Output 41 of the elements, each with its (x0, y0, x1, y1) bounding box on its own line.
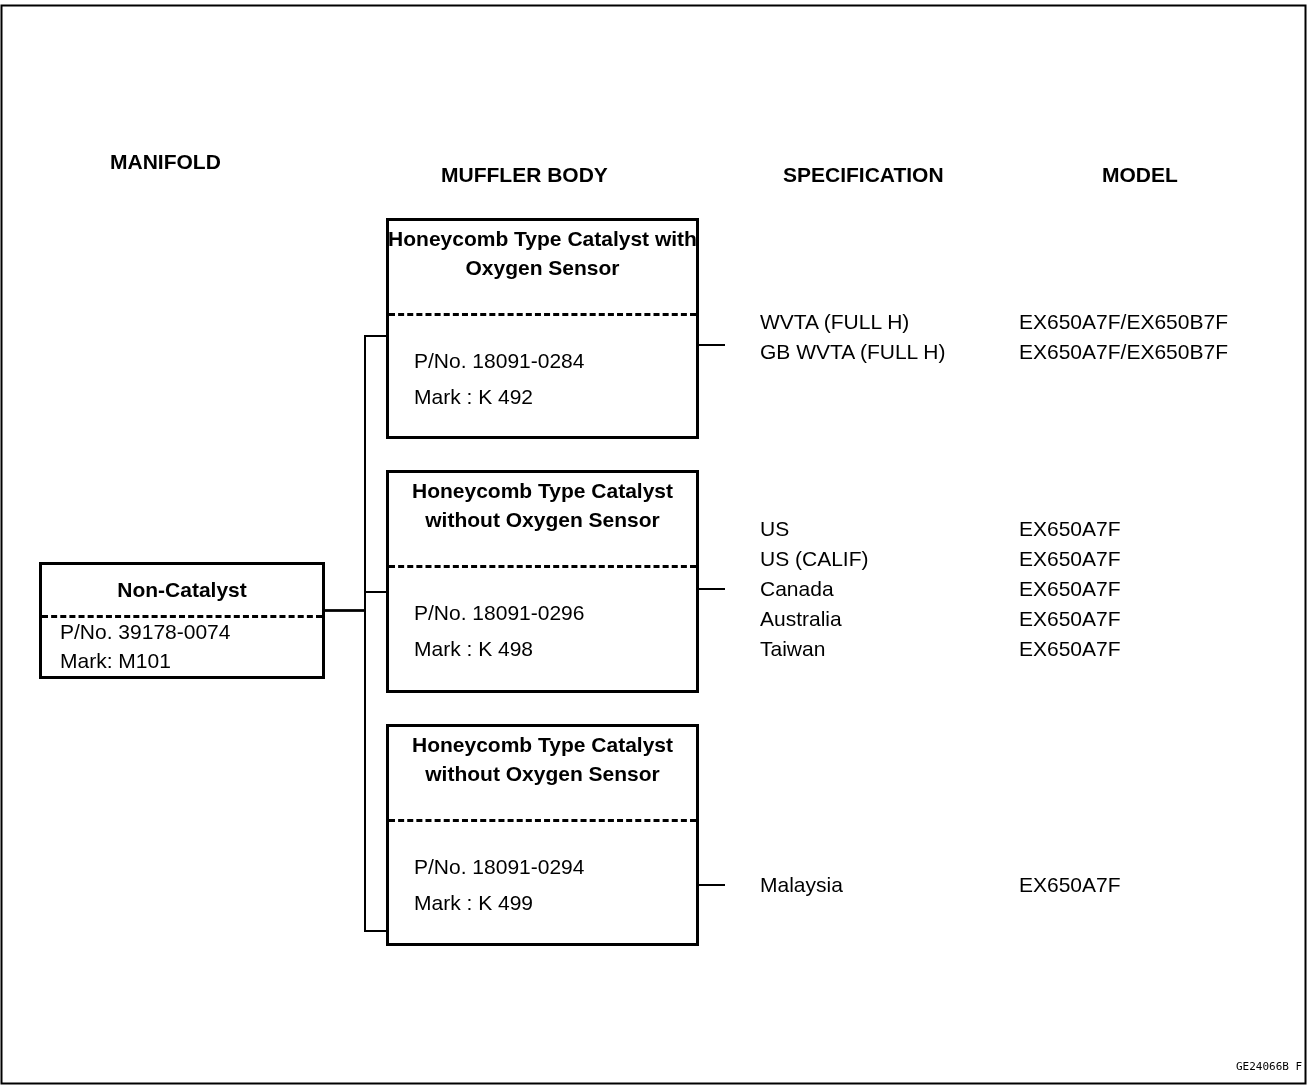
part-info-text: Mark : K 492 (414, 384, 534, 410)
box-heading: Honeycomb Type Catalyst without Oxygen Sensor (411, 732, 674, 787)
specification-text: WVTA (FULL H) (760, 309, 911, 335)
column-header: MANIFOLD (110, 149, 221, 175)
part-info-text: Mark : K 498 (414, 636, 534, 662)
column-header: MUFFLER BODY (441, 162, 608, 188)
part-info-text: Mark : K 499 (414, 890, 534, 916)
figure-code: GE24066B F (1236, 1060, 1303, 1074)
connector-line (698, 588, 726, 590)
box-heading: Honeycomb Type Catalyst with Oxygen Sensor (387, 226, 698, 281)
model-text: EX650A7F (1019, 576, 1121, 602)
part-info-text: P/No. 18091-0294 (414, 854, 585, 880)
connector-line (324, 609, 387, 932)
specification-text: US (760, 516, 791, 542)
connector-line (698, 884, 726, 886)
specification-text: Malaysia (760, 872, 844, 898)
model-text: EX650A7F (1019, 636, 1121, 662)
specification-text: US (CALIF) (760, 546, 870, 572)
model-text: EX650A7F/EX650B7F (1019, 309, 1228, 335)
model-text: EX650A7F (1019, 872, 1121, 898)
part-info-text: P/No. 18091-0296 (414, 600, 585, 626)
muffler-body-box (386, 724, 699, 946)
column-header: MODEL (1102, 162, 1178, 188)
model-text: EX650A7F (1019, 606, 1121, 632)
part-info-text: Mark: M101 (60, 648, 171, 674)
specification-text: Canada (760, 576, 835, 602)
muffler-body-box (386, 218, 699, 439)
connector-line (698, 344, 726, 346)
manifold-box (39, 562, 325, 679)
column-header: SPECIFICATION (783, 162, 944, 188)
muffler-body-box (386, 470, 699, 693)
box-heading: Non-Catalyst (116, 577, 248, 603)
model-text: EX650A7F (1019, 546, 1121, 572)
part-info-text: P/No. 39178-0074 (60, 619, 231, 645)
specification-text: Australia (760, 606, 843, 632)
model-text: EX650A7F (1019, 516, 1121, 542)
specification-text: Taiwan (760, 636, 827, 662)
specification-text: GB WVTA (FULL H) (760, 339, 947, 365)
part-info-text: P/No. 18091-0284 (414, 348, 585, 374)
model-text: EX650A7F/EX650B7F (1019, 339, 1228, 365)
box-heading: Honeycomb Type Catalyst without Oxygen Sensor (411, 478, 674, 533)
